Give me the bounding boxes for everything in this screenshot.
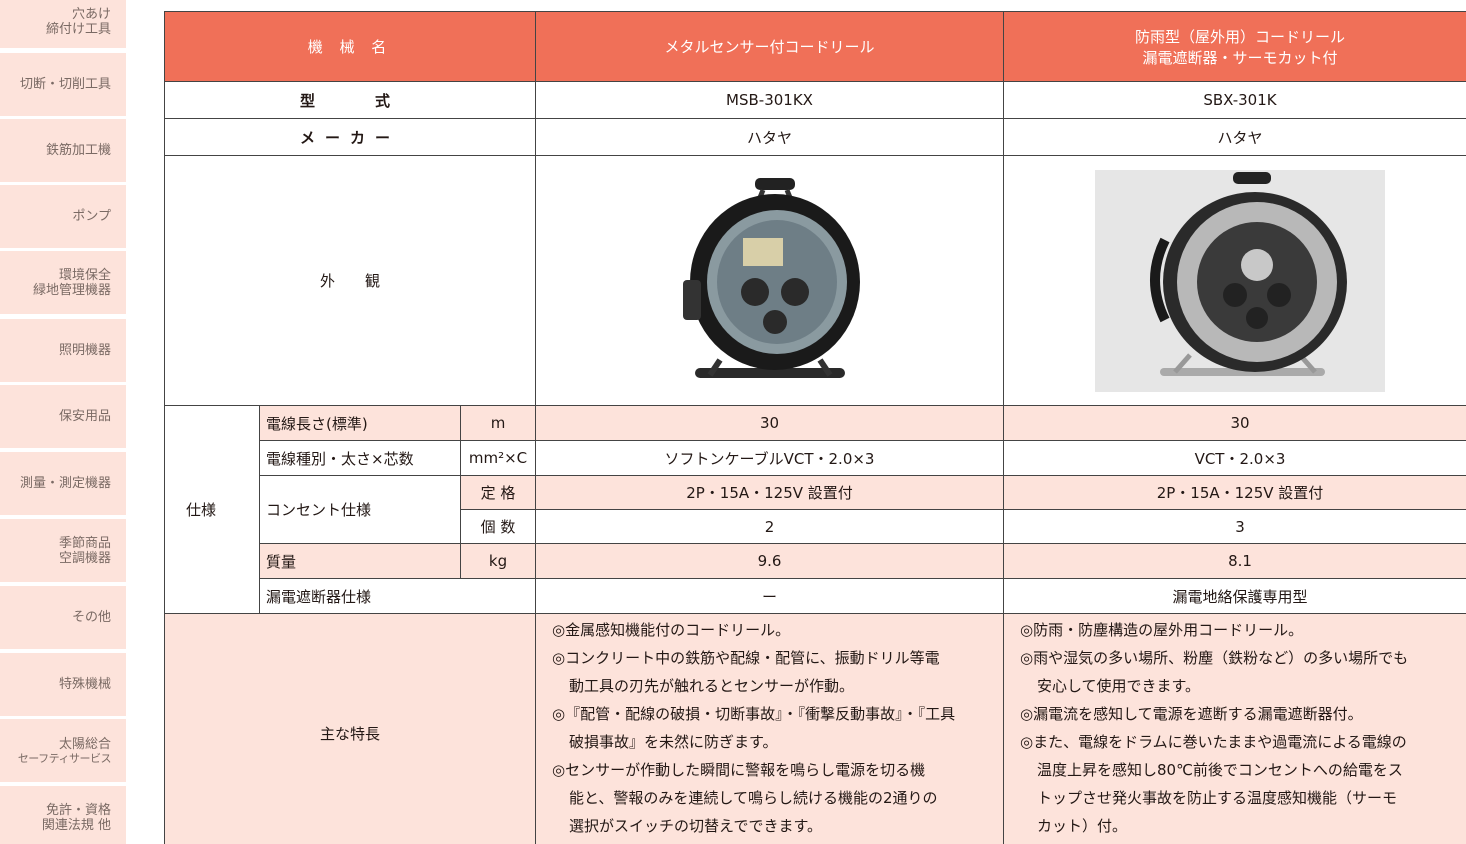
product2-outlet-rating: 2P・15A・125V 設置付 — [1003, 475, 1466, 510]
feature-line: ◎また、電線をドラムに巻いたままや過電流による電線の — [1020, 733, 1407, 751]
sidebar-item-safety-service[interactable]: 太陽総合 セーフティサービス — [0, 719, 126, 782]
sidebar-item-label: その他 — [71, 610, 111, 625]
feature-line: トップさせ発火事故を防止する温度感知機能（サーモ — [1037, 789, 1398, 807]
spec-mass-label: 質量 — [259, 543, 461, 579]
sidebar-item-label: ポンプ — [72, 209, 111, 224]
sidebar-item-label: 鉄筋加工機 — [45, 143, 111, 158]
sidebar-item-label: 関連法規 他 — [41, 817, 111, 833]
spec-cable-label: 電線種別・太さ×芯数 — [259, 440, 461, 476]
product2-mass: 8.1 — [1003, 543, 1466, 579]
appearance-row: 外 観 — [164, 155, 1466, 406]
feature-line: 能と、警報のみを連続して鳴らし続ける機能の2通りの — [569, 789, 938, 807]
sidebar-item-other[interactable]: その他 — [0, 586, 126, 649]
spec-comparison-table: 機 械 名 メタルセンサー付コードリール 防雨型（屋外用）コードリール 漏電遮断… — [164, 11, 1466, 844]
sidebar-item-label: 環境保全 — [58, 267, 111, 283]
sidebar-item-seasonal[interactable]: 季節商品 空調機器 — [0, 519, 126, 582]
spec-outlet-count-sub: 個 数 — [460, 509, 536, 544]
spec-length-row: 仕様 電線長さ(標準) m 30 30 — [164, 405, 1466, 614]
cord-reel-image — [625, 170, 915, 392]
sidebar-item-label: 保安用品 — [58, 409, 111, 424]
spec-outlet-label: コンセント仕様 — [259, 475, 461, 544]
sidebar-item-rebar-machines[interactable]: 鉄筋加工機 — [0, 119, 126, 182]
maker-label: メーカー — [164, 118, 536, 156]
product2-cable: VCT・2.0×3 — [1003, 440, 1466, 476]
spec-breaker-row: 漏電遮断器仕様 ー 漏電地絡保護専用型 — [165, 578, 1466, 614]
product1-breaker: ー — [535, 578, 1004, 614]
sidebar-item-safety[interactable]: 保安用品 — [0, 385, 126, 448]
product1-image-cell — [535, 155, 1004, 406]
feature-line: ◎『配管・配線の破損・切断事故』・『衝撃反動事故』・『工具 — [552, 705, 956, 723]
features-label: 主な特長 — [164, 613, 536, 844]
product2-model: SBX-301K — [1003, 81, 1466, 119]
sidebar-item-label: 空調機器 — [58, 550, 111, 566]
spec-length-unit: m — [460, 405, 536, 441]
spec-mass-row: 質量 kg 9.6 8.1 — [164, 543, 1466, 579]
sidebar-item-label: 締付け工具 — [45, 21, 111, 37]
maker-row: メーカー ハタヤ ハタヤ — [164, 118, 1466, 156]
feature-line: 動工具の刃先が触れるとセンサーが作動。 — [569, 677, 855, 695]
spec-mass-unit: kg — [460, 543, 536, 579]
sidebar-item-drilling-tools[interactable]: 穴あけ 締付け工具 — [0, 0, 126, 48]
spec-length-label: 電線長さ(標準) — [259, 405, 461, 441]
feature-line: 選択がスイッチの切替えでできます。 — [569, 817, 823, 835]
product2-maker: ハタヤ — [1003, 118, 1466, 156]
feature-line: ◎雨や湿気の多い場所、粉塵（鉄粉など）の多い場所でも — [1020, 649, 1409, 667]
feature-line: 温度上昇を感知し80℃前後でコンセントへの給電をス — [1037, 761, 1403, 779]
sidebar-item-label: 照明機器 — [58, 343, 111, 358]
cord-reel-image — [1095, 169, 1385, 392]
sidebar-item-label: セーフティサービス — [17, 751, 112, 765]
product1-model: MSB-301KX — [535, 81, 1004, 119]
sidebar-item-licenses[interactable]: 免許・資格 関連法規 他 — [0, 786, 126, 844]
product2-name: 防雨型（屋外用）コードリール 漏電遮断器・サーモカット付 — [1003, 11, 1466, 82]
model-label: 型 式 — [164, 81, 536, 119]
sidebar-item-label: 特殊機械 — [58, 677, 111, 692]
product2-features: ◎防雨・防塵構造の屋外用コードリール。 ◎雨や湿気の多い場所、粉塵（鉄粉など）の… — [1003, 613, 1466, 844]
product1-name: メタルセンサー付コードリール — [535, 11, 1004, 82]
spec-outlet-rating-row: コンセント仕様 定 格 2P・15A・125V 設置付 2P・15A・125V … — [164, 475, 1466, 544]
spec-cable-row: 電線種別・太さ×芯数 mm²×C ソフトンケーブルVCT・2.0×3 VCT・2… — [165, 440, 1466, 476]
sidebar-item-label: 切断・切削工具 — [19, 77, 111, 92]
sidebar-item-label: 免許・資格 — [45, 802, 111, 818]
product2-breaker: 漏電地絡保護専用型 — [1003, 578, 1466, 614]
product2-outlet-count: 3 — [1003, 509, 1466, 544]
spec-cable-unit: mm²×C — [460, 440, 536, 476]
feature-line: ◎金属感知機能付のコードリール。 — [552, 621, 791, 639]
product1-maker: ハタヤ — [535, 118, 1004, 156]
feature-line: ◎コンクリート中の鉄筋や配線・配管に、振動ドリル等電 — [552, 649, 940, 667]
sidebar-item-surveying[interactable]: 測量・測定機器 — [0, 452, 126, 515]
feature-line: ◎センサーが作動した瞬間に警報を鳴らし電源を切る機 — [552, 761, 926, 779]
sidebar-item-special-machines[interactable]: 特殊機械 — [0, 653, 126, 716]
sidebar-item-label: 緑地管理機器 — [32, 282, 111, 298]
spec-breaker-label: 漏電遮断器仕様 — [259, 578, 536, 614]
sidebar-item-cutting-tools[interactable]: 切断・切削工具 — [0, 53, 126, 116]
product2-length: 30 — [1003, 405, 1466, 441]
sidebar-item-label: 季節商品 — [58, 535, 111, 551]
table-header-row: 機 械 名 メタルセンサー付コードリール 防雨型（屋外用）コードリール 漏電遮断… — [164, 11, 1466, 82]
product2-image-cell — [1003, 155, 1466, 406]
sidebar-item-lighting[interactable]: 照明機器 — [0, 319, 126, 382]
product1-cable: ソフトンケーブルVCT・2.0×3 — [535, 440, 1004, 476]
product1-length: 30 — [535, 405, 1004, 441]
sidebar-item-label: 測量・測定機器 — [19, 476, 111, 491]
spec-outlet-rating-sub: 定 格 — [460, 475, 536, 510]
product1-mass: 9.6 — [535, 543, 1004, 579]
machine-name-header: 機 械 名 — [164, 11, 536, 82]
sidebar-item-pumps[interactable]: ポンプ — [0, 185, 126, 248]
appearance-label: 外 観 — [164, 155, 536, 406]
feature-line: ◎漏電流を感知して電源を遮断する漏電遮断器付。 — [1020, 705, 1363, 723]
features-row: 主な特長 ◎金属感知機能付のコードリール。 ◎コンクリート中の鉄筋や配線・配管に… — [164, 613, 1466, 844]
feature-line: 安心して使用できます。 — [1037, 677, 1201, 695]
sidebar-item-label: 穴あけ — [71, 6, 111, 22]
feature-line: ◎防雨・防塵構造の屋外用コードリール。 — [1020, 621, 1304, 639]
product1-outlet-count: 2 — [535, 509, 1004, 544]
feature-line: 破損事故』を未然に防ぎます。 — [569, 733, 778, 751]
product1-features: ◎金属感知機能付のコードリール。 ◎コンクリート中の鉄筋や配線・配管に、振動ドリ… — [535, 613, 1004, 844]
sidebar-item-environment[interactable]: 環境保全 緑地管理機器 — [0, 251, 126, 314]
feature-line: カット）付。 — [1037, 817, 1128, 835]
model-row: 型 式 MSB-301KX SBX-301K — [164, 81, 1466, 119]
product1-outlet-rating: 2P・15A・125V 設置付 — [535, 475, 1004, 510]
spec-group-label: 仕様 — [164, 405, 260, 614]
sidebar-item-label: 太陽総合 — [58, 736, 111, 752]
category-sidebar: 穴あけ 締付け工具 切断・切削工具 鉄筋加工機 ポンプ 環境保全 緑地管理機器 … — [0, 0, 126, 844]
